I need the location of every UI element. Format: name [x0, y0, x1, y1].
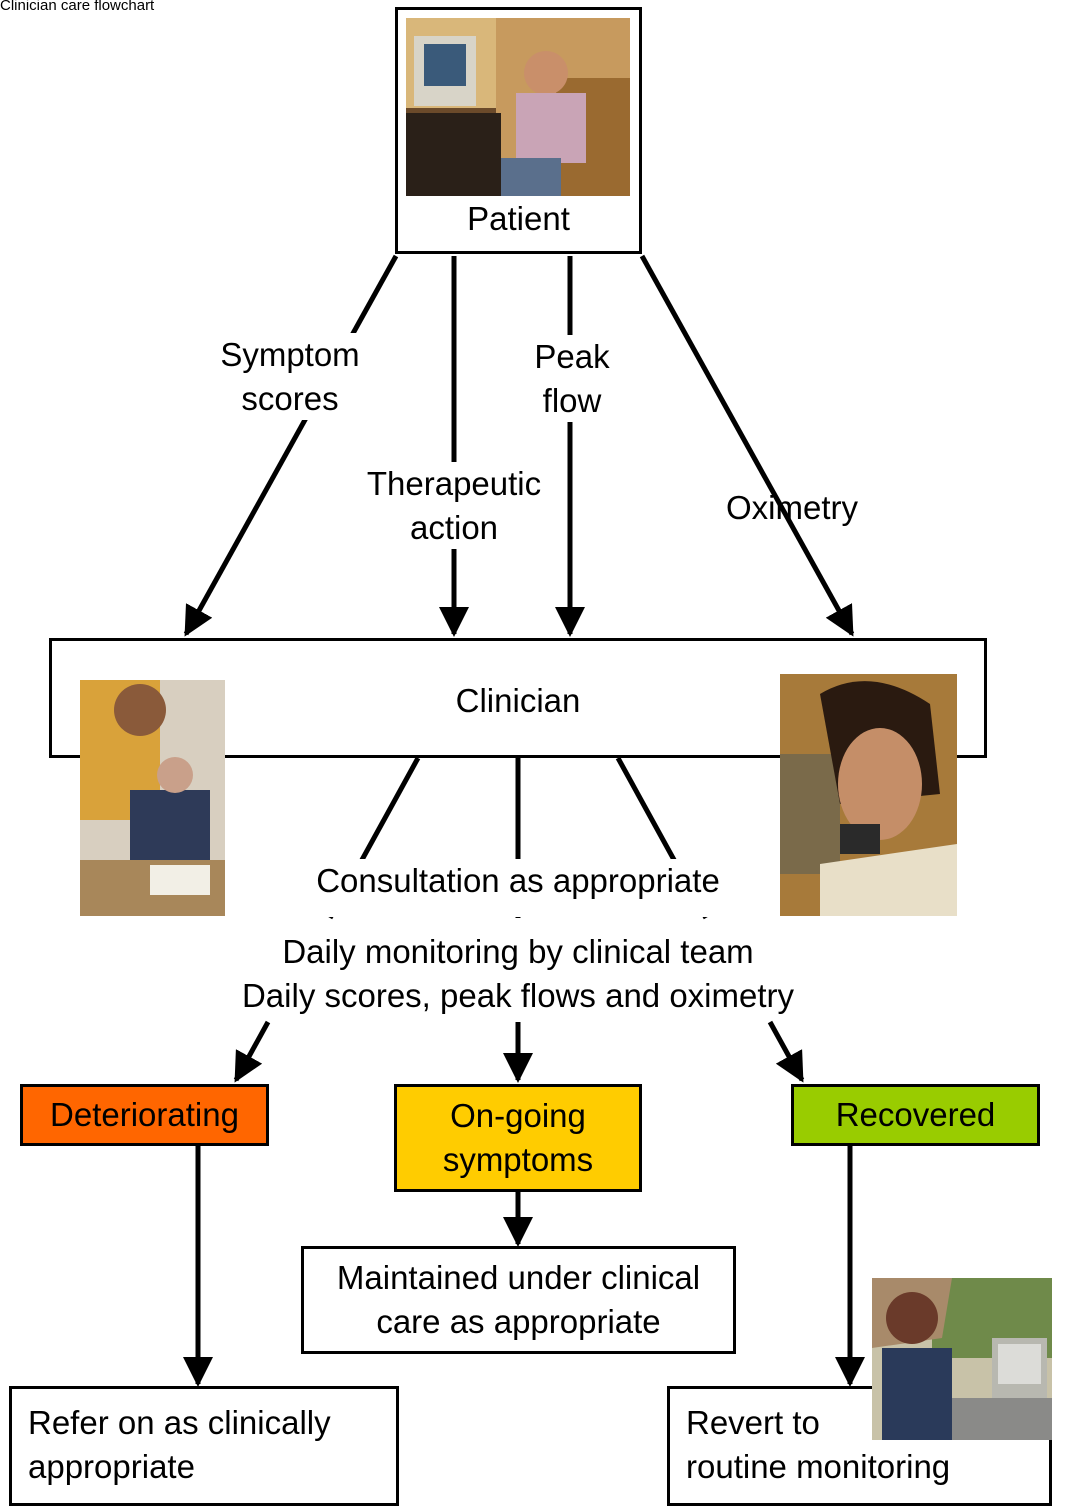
- label-therapeutic-action: Therapeutic action: [352, 462, 556, 550]
- clinician-home-visit-photo-icon: [80, 680, 225, 916]
- arrow-to-recovered: [767, 1020, 805, 1083]
- ongoing-label: On-going symptoms: [442, 1097, 594, 1178]
- figure-caption: Clinician care flowchart: [0, 0, 155, 14]
- ongoing-box: On-going symptoms: [394, 1084, 642, 1192]
- clinician-label: Clinician: [455, 682, 581, 719]
- arrow-to-deteriorating: [233, 1020, 271, 1083]
- monitoring-line2: Daily scores, peak flows and oximetry: [200, 974, 836, 1018]
- label-peak-flow: Peak flow: [520, 335, 624, 423]
- consultation-label: Consultation as appropriate: [286, 859, 750, 917]
- patient-photo-icon: [406, 18, 630, 196]
- nurse-at-computer-photo-icon: [872, 1278, 1052, 1440]
- arrow-oximetry: [639, 254, 855, 637]
- maintained-box: Maintained under clinical care as approp…: [301, 1246, 736, 1354]
- deteriorating-box: Deteriorating: [20, 1084, 269, 1146]
- revert-label: Revert to routine monitoring: [686, 1404, 951, 1485]
- label-symptom-scores: Symptom scores: [205, 333, 375, 421]
- arrow-symptom-scores: [183, 254, 399, 637]
- maintained-label: Maintained under clinical care as approp…: [336, 1259, 701, 1340]
- recovered-box: Recovered: [791, 1084, 1040, 1146]
- clinician-on-phone-photo-icon: [780, 674, 957, 916]
- patient-label: Patient: [467, 200, 570, 238]
- label-oximetry: Oximetry: [726, 489, 858, 526]
- monitoring-line1: Daily monitoring by clinical team: [200, 930, 836, 974]
- deteriorating-label: Deteriorating: [50, 1096, 239, 1134]
- refer-label: Refer on as clinically appropriate: [28, 1404, 331, 1485]
- refer-box: Refer on as clinically appropriate: [9, 1386, 399, 1506]
- recovered-label: Recovered: [835, 1096, 996, 1134]
